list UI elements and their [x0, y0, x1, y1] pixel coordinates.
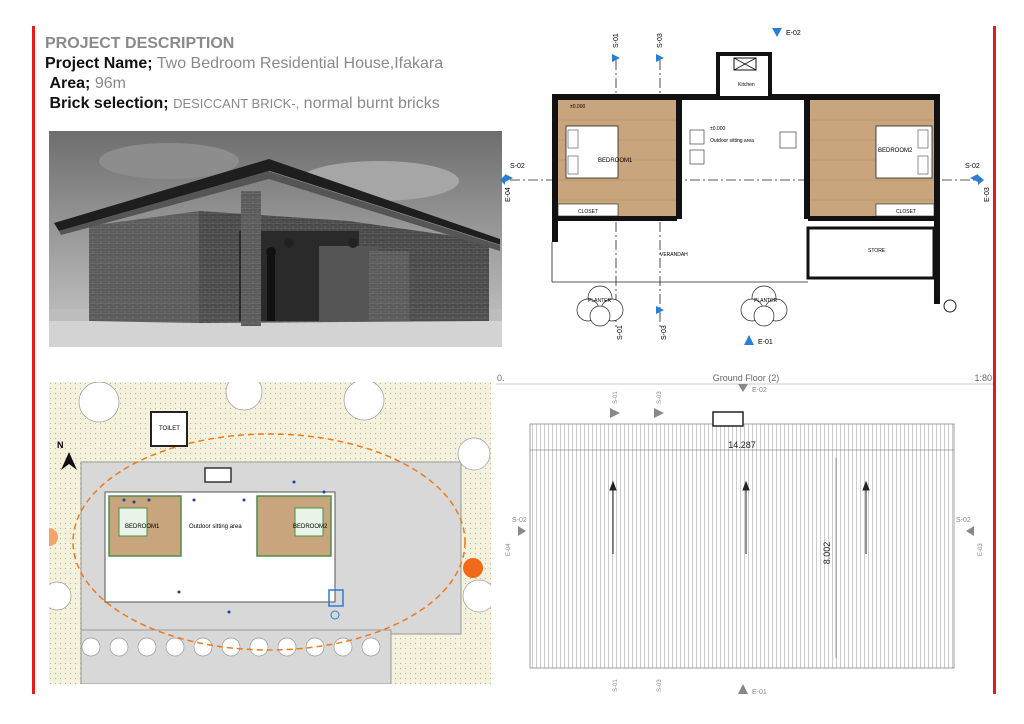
level-2: ±0.000	[710, 126, 725, 132]
site-bedroom1-label: BEDROOM1	[125, 524, 160, 530]
e01-label: E-01	[758, 339, 773, 346]
s03-bottom-label: S-03	[661, 325, 668, 340]
e02-label: E-02	[786, 30, 801, 37]
s03-top-marker[interactable]	[656, 54, 664, 62]
roof-s03-marker[interactable]	[654, 408, 664, 418]
roof-e04-label: E-04	[506, 543, 512, 556]
scale-start: 0.	[497, 373, 505, 383]
brick-value-rest: normal burnt bricks	[299, 95, 440, 112]
area-value: 96m	[94, 75, 126, 92]
s02-right-label: S-02	[965, 163, 980, 170]
site-sitting-label: Outdoor sitting area	[189, 524, 242, 530]
project-name-value: Two Bedroom Residential House,Ifakara	[156, 55, 444, 72]
roof-s01-bottom-label: S-01	[613, 679, 619, 692]
e01-marker[interactable]	[744, 335, 754, 345]
planter1-label: PLANTER	[588, 298, 611, 304]
roof-s01-label: S-01	[613, 391, 619, 404]
brick-value-caps: DESICCANT BRICK-,	[173, 96, 300, 111]
closet2-label: CLOSET	[896, 209, 916, 215]
site-bedroom2-label: BEDROOM2	[293, 524, 328, 530]
left-border-line	[32, 26, 35, 694]
roof-s02-left-marker[interactable]	[518, 526, 526, 536]
depth-dimension: 8.002	[822, 542, 832, 565]
right-border-line	[993, 26, 996, 694]
roof-s01-marker[interactable]	[610, 408, 620, 418]
area-label: Area;	[49, 75, 91, 92]
e04-marker[interactable]	[500, 175, 505, 185]
project-description: PROJECT DESCRIPTION Project Name; Two Be…	[45, 34, 443, 114]
s03-top-label: S-03	[657, 33, 664, 48]
north-label: N	[57, 440, 64, 450]
area-row: Area; 96m	[45, 74, 443, 94]
roof-s02-left-label: S-02	[512, 517, 527, 524]
s01-top-label: S-01	[613, 33, 620, 48]
s01-bottom-label: S-01	[617, 325, 624, 340]
site-plan: N TOILET BEDROOM1 BEDROOM2 Outdoor sitti…	[49, 382, 491, 684]
s02-left-label: S-02	[510, 163, 525, 170]
planter2-label: PLANTER	[754, 298, 777, 304]
e03-marker[interactable]	[978, 175, 984, 185]
level-1: ±0.000	[570, 104, 585, 110]
kitchen-label: Kitchen	[738, 82, 755, 88]
brick-row: Brick selection; DESICCANT BRICK-, norma…	[45, 94, 443, 114]
roof-plan: 0. Ground Floor (2) 1:80 14.287 8.002 E-…	[496, 373, 993, 696]
project-name-row: Project Name; Two Bedroom Residential Ho…	[45, 54, 443, 74]
closet1-label: CLOSET	[578, 209, 598, 215]
brick-label: Brick selection;	[49, 95, 169, 112]
roof-e03-label: E-03	[978, 543, 984, 556]
toilet-label: TOILET	[159, 426, 180, 432]
roof-e02-marker[interactable]	[738, 384, 748, 392]
roof-s02-right-label: S-02	[956, 517, 971, 524]
e02-marker[interactable]	[772, 28, 782, 37]
e03-label: E-03	[984, 187, 991, 202]
scale-label: 1:80	[974, 373, 992, 383]
bedroom1-label: BEDROOM1	[598, 158, 633, 164]
e04-label: E-04	[505, 187, 512, 202]
project-name-label: Project Name;	[45, 55, 153, 72]
bedroom2-label: BEDROOM2	[878, 148, 913, 154]
roof-e01-label: E-01	[752, 689, 767, 696]
s02-left-marker[interactable]	[505, 174, 513, 182]
roof-e01-marker[interactable]	[738, 684, 748, 694]
roof-s03-label: S-03	[657, 391, 663, 404]
section-title: PROJECT DESCRIPTION	[45, 35, 235, 52]
floor-plan: S-01 S-03 E-02 S-02 E-04 S-02 E-03 S-01 …	[500, 28, 991, 346]
view-title: Ground Floor (2)	[713, 373, 780, 383]
render-image	[49, 131, 502, 347]
width-dimension: 14.287	[728, 440, 756, 450]
roof-s02-right-marker[interactable]	[966, 526, 974, 536]
roof-e02-label: E-02	[752, 387, 767, 394]
store-label: STORE	[868, 248, 886, 254]
s03-bottom-marker[interactable]	[656, 306, 664, 314]
north-arrow-icon	[61, 452, 77, 470]
s01-top-marker[interactable]	[612, 54, 620, 62]
sitting-label: Outdoor sitting area	[710, 138, 754, 144]
verandah-label: VERANDAH	[660, 252, 688, 258]
roof-s03-bottom-label: S-03	[657, 679, 663, 692]
s02-right-marker[interactable]	[970, 174, 978, 182]
